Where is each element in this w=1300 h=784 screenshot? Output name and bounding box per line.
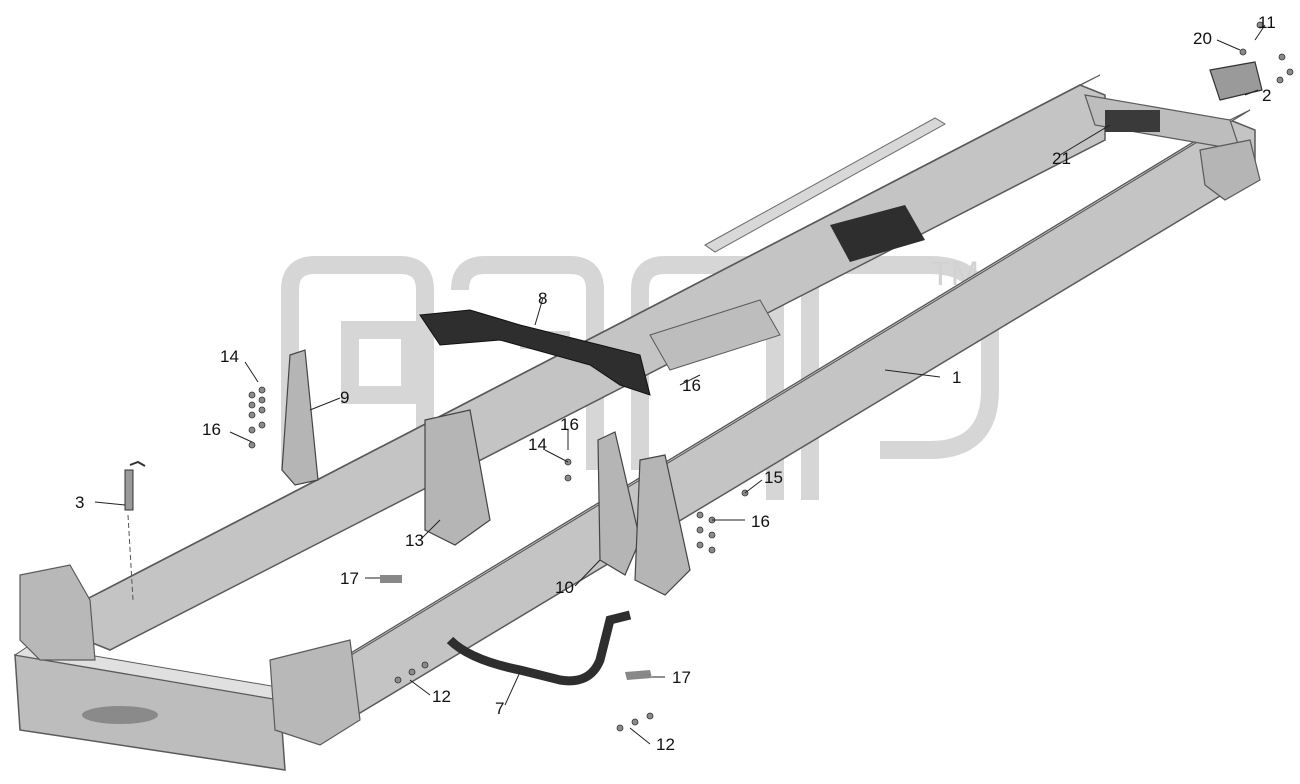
callout-16d: 16 bbox=[751, 512, 770, 531]
callout-17b: 17 bbox=[672, 668, 691, 687]
callout-2: 2 bbox=[1262, 86, 1271, 105]
callout-12a: 12 bbox=[432, 687, 451, 706]
rear-coupling bbox=[1199, 139, 1261, 201]
callout-7: 7 bbox=[495, 699, 504, 718]
front-bumper bbox=[13, 644, 297, 771]
bracket-10 bbox=[597, 431, 641, 576]
bracket-9 bbox=[281, 349, 319, 486]
callout-16a: 16 bbox=[202, 420, 221, 439]
step-bar-7 bbox=[446, 610, 632, 686]
rear-cross-member bbox=[1084, 94, 1241, 151]
part-3 bbox=[129, 460, 146, 467]
middle-cross-member-dark bbox=[830, 205, 925, 262]
callout-13: 13 bbox=[405, 531, 424, 550]
part-3-body bbox=[124, 469, 134, 511]
callout-20: 20 bbox=[1193, 29, 1212, 48]
callout-21: 21 bbox=[1052, 149, 1071, 168]
callout-17a: 17 bbox=[340, 569, 359, 588]
plate-17b bbox=[625, 670, 652, 680]
callout-16b: 16 bbox=[682, 376, 701, 395]
callout-14a: 14 bbox=[220, 347, 239, 366]
leader-lines bbox=[94, 24, 1266, 745]
callout-1: 1 bbox=[952, 368, 961, 387]
reinforcement-strip bbox=[704, 117, 946, 253]
rear-plate bbox=[1209, 61, 1263, 101]
front-bracket-right bbox=[269, 639, 361, 746]
callout-11: 11 bbox=[1258, 13, 1276, 32]
callout-14b: 14 bbox=[528, 435, 547, 454]
bracket-13 bbox=[424, 409, 491, 546]
callout-3: 3 bbox=[75, 493, 84, 512]
callout-12b: 12 bbox=[656, 735, 675, 754]
front-bracket-left bbox=[19, 564, 96, 661]
callout-8: 8 bbox=[538, 289, 547, 308]
middle-cross-member bbox=[649, 299, 781, 371]
bracket-10b bbox=[634, 454, 691, 596]
plate-17a bbox=[380, 575, 402, 583]
callout-16c: 16 bbox=[560, 415, 579, 434]
bolt-clusters bbox=[248, 21, 1294, 732]
crossbar-8 bbox=[419, 309, 651, 396]
callout-10: 10 bbox=[555, 578, 574, 597]
callout-9: 9 bbox=[340, 388, 349, 407]
callout-15: 15 bbox=[764, 468, 783, 487]
